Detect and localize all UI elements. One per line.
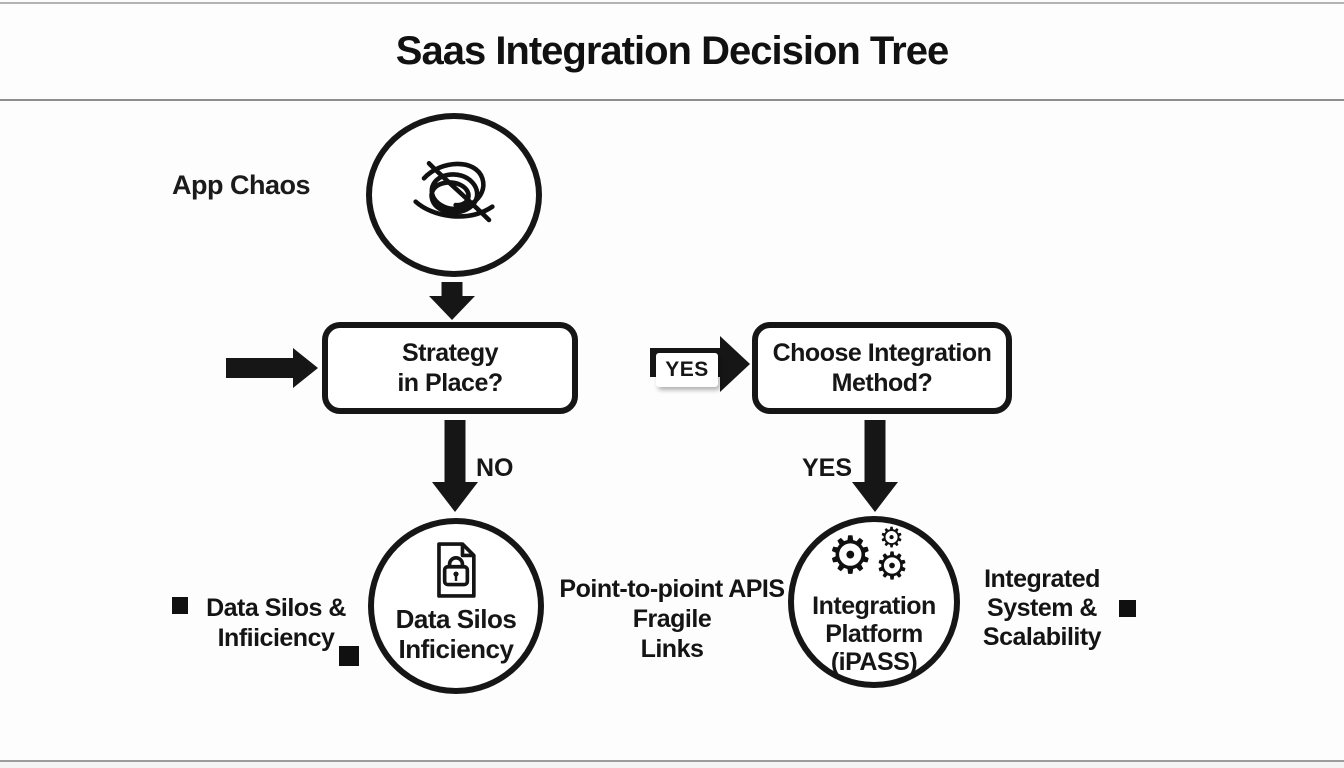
right-annotation-line1: Integrated [984,565,1100,593]
right-annotation-line2: System & [987,594,1097,622]
arrow-shaft [441,282,463,297]
platform-line2: Platform [825,620,923,648]
silos-line2: Inficiency [398,634,514,664]
choose-box-line1: Choose Integration [772,339,992,367]
integration-platform-node: ⚙ ⚙ ⚙ Integration Platform (iPASS) [788,516,960,688]
arrow-head [852,482,898,512]
header: Saas Integration Decision Tree [0,4,1344,98]
tangle-scribble-icon [413,161,495,223]
arrow-shaft [864,420,886,483]
left-annotation-line1: Data Silos & [206,594,346,622]
page-title: Saas Integration Decision Tree [395,28,949,73]
strategy-box-line1: Strategy [401,339,499,367]
platform-line1: Integration [812,592,936,620]
yes-branch-arrow: YES [648,336,750,392]
middle-annotation: Point-to-pioint APIS Fragile Links [552,574,792,664]
gear-icon: ⚙ [875,546,910,588]
left-annotation: Data Silos & Infiiciency [196,593,356,653]
locked-document-icon [437,542,476,598]
bullet-square [1119,600,1136,617]
silos-line1: Data Silos [395,604,517,634]
middle-annotation-line1: Point-to-pioint APIS [559,575,785,603]
bullet-square [172,597,188,614]
yes-tag-label: YES [665,358,709,381]
choose-method-decision-box: Choose Integration Method? [752,322,1012,414]
no-branch-arrow [432,420,478,512]
app-chaos-label: App Chaos [172,170,311,200]
gear-icon: ⚙ [827,527,874,585]
right-annotation: Integrated System & Scalability [972,565,1112,652]
gear-icon: ⚙ [879,522,905,553]
arrow-head [432,482,478,512]
right-annotation-line3: Scalability [982,623,1102,651]
yes-down-arrow [852,420,898,512]
header-divider [0,99,1344,101]
arrow-shaft [444,420,466,483]
strategy-decision-box: Strategy in Place? [322,322,578,414]
yes-edge-label: YES [802,454,853,482]
choose-box-line2: Method? [831,369,933,397]
arrow-head [293,348,318,388]
middle-annotation-line2: Fragile [632,605,712,633]
arrow-shaft [226,358,294,378]
strategy-box-line2: in Place? [397,369,503,397]
arrow-into-strategy-left [226,348,318,388]
app-chaos-node [366,113,542,277]
arrow-chaos-to-strategy [429,282,475,320]
platform-line3: (iPASS) [830,648,918,676]
gears-icon: ⚙ ⚙ ⚙ [819,524,929,590]
data-silos-node: Data Silos Inficiency [368,518,544,694]
footer-band [0,762,1344,768]
left-annotation-line2: Infiiciency [217,624,335,652]
no-edge-label: NO [476,454,514,482]
middle-annotation-line3: Links [640,635,704,663]
arrow-head [429,296,475,320]
bottom-divider [0,760,1344,762]
bullet-square [339,646,359,666]
yes-tag: YES [656,353,718,387]
top-divider [0,2,1344,4]
arrow-head [720,336,750,392]
